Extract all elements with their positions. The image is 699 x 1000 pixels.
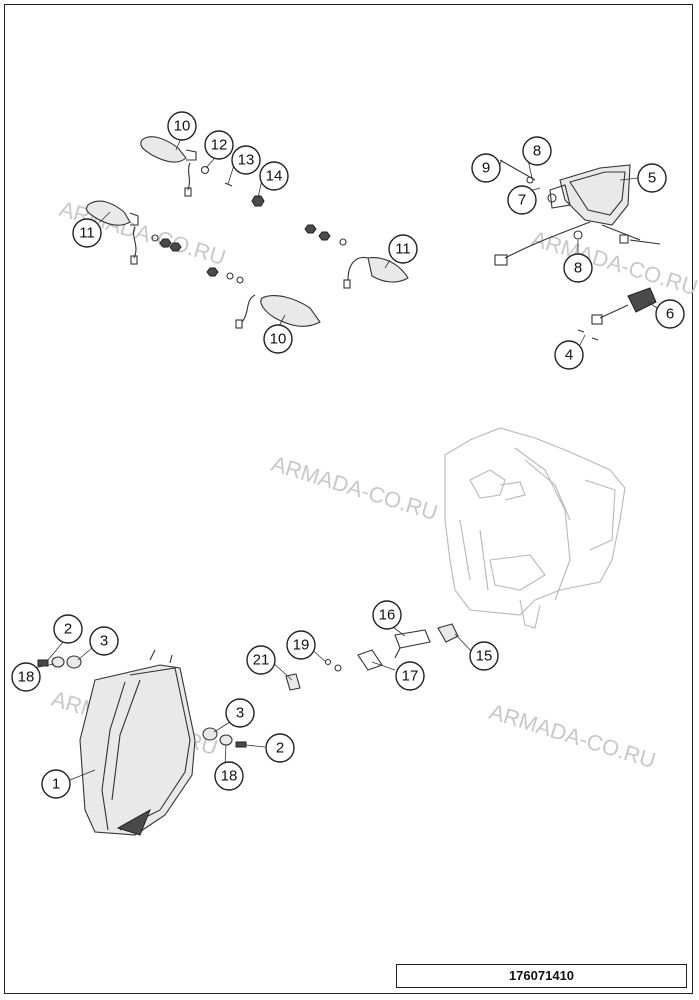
callout-5: 5 [637,163,667,193]
leader-lines [33,135,658,781]
callout-19: 19 [286,630,316,660]
headlight [79,649,196,836]
callout-label: 16 [379,607,396,624]
callout-label: 13 [238,152,255,169]
callout-label: 12 [211,137,228,154]
callout-label: 7 [518,192,526,209]
indicator-rear-right [206,267,321,329]
callout-9: 9 [471,153,501,183]
tail-light-assembly [494,159,661,266]
callout-label: 2 [64,621,72,638]
callout-label: 15 [476,648,493,665]
callout-label: 21 [253,652,270,669]
bulbs-and-sockets [285,623,459,691]
callout-label: 18 [18,669,35,686]
callout-label: 2 [276,740,284,757]
callout-label: 17 [402,668,419,685]
callout-label: 5 [648,170,656,187]
drawing-number-box: 176071410 [396,964,687,988]
callout-11-right: 11 [388,234,418,264]
license-plate-light [577,287,657,341]
callout-1: 1 [41,769,71,799]
callout-label: 3 [236,705,244,722]
callout-8-top: 8 [522,136,552,166]
callout-6: 6 [655,299,685,329]
callout-12: 12 [204,130,234,160]
watermark-3: ARMADA-CO.RU [529,226,699,300]
callout-3-top: 3 [89,626,119,656]
callout-11-left: 11 [72,218,102,248]
callout-label: 8 [574,260,582,277]
callout-2-bottom: 2 [265,733,295,763]
callout-label: 11 [395,241,411,258]
callout-label: 3 [100,633,108,650]
indicator-rear-left [304,224,409,289]
callout-17: 17 [395,661,425,691]
callout-label: 11 [79,225,95,242]
callout-label: 10 [174,118,191,135]
callout-2-top: 2 [53,614,83,644]
indicator-front-left [85,200,182,265]
callout-15: 15 [469,641,499,671]
watermark-5: ARMADA-CO.RU [487,699,659,773]
callout-10-bottom: 10 [263,324,293,354]
callout-16: 16 [372,600,402,630]
indicator-front-right [140,136,265,207]
callout-label: 14 [266,168,283,185]
callout-label: 10 [270,331,287,348]
callout-label: 4 [565,347,573,364]
callout-7: 7 [507,185,537,215]
callout-label: 1 [52,776,60,793]
drawing-frame [4,4,693,994]
callout-18-bottom: 18 [214,761,244,791]
callout-8-bottom: 8 [563,253,593,283]
callout-21: 21 [246,645,276,675]
callout-10-top: 10 [167,111,197,141]
callout-18-top: 18 [11,662,41,692]
callout-label: 6 [666,306,674,323]
callout-14: 14 [259,161,289,191]
headlight-bracket-ghost [444,427,626,629]
callout-label: 18 [221,768,238,785]
callout-13: 13 [231,145,261,175]
callout-3-bottom: 3 [225,698,255,728]
watermark-2: ARMADA-CO.RU [269,451,441,525]
callout-4: 4 [554,340,584,370]
callout-label: 8 [533,143,541,160]
callout-label: 19 [293,637,310,654]
headlight-fasteners [37,655,247,748]
callout-label: 9 [482,160,490,177]
